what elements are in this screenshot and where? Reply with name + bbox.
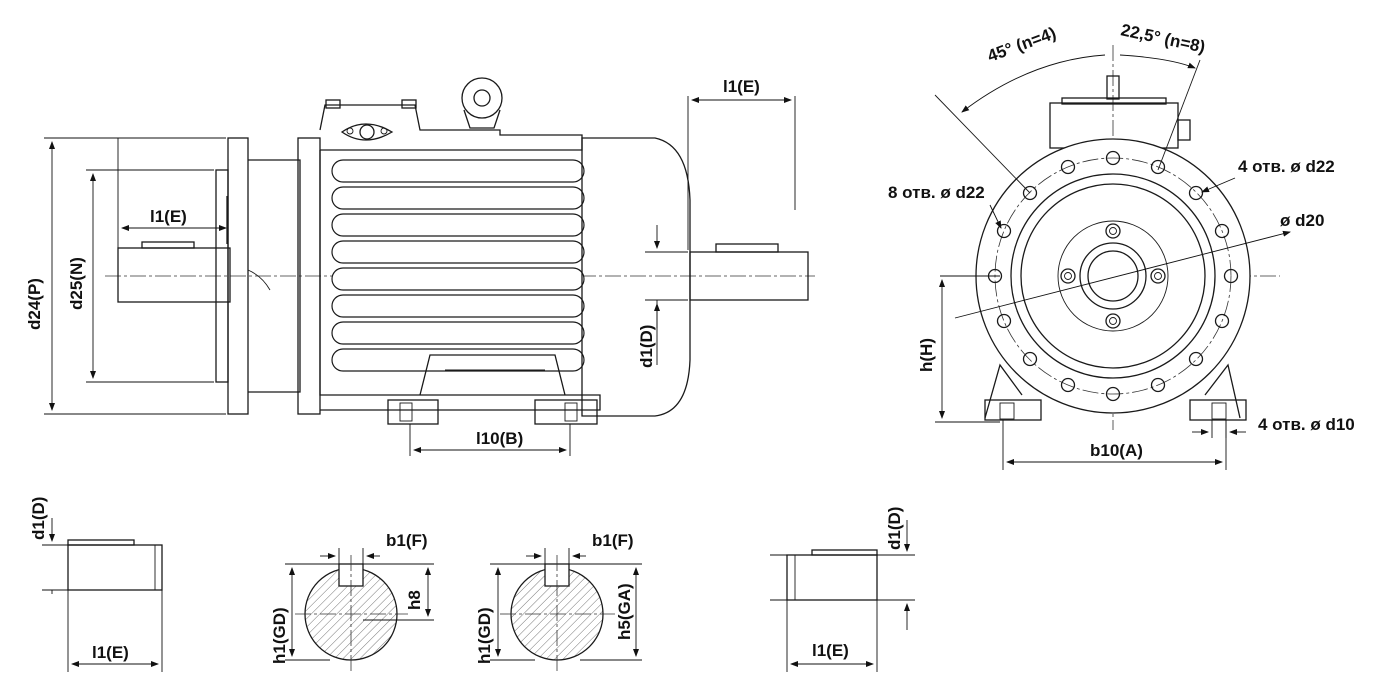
label-b1-second: b1(F)	[592, 531, 634, 550]
label-holes4-d22: 4 отв. ø d22	[1238, 157, 1335, 176]
label-h8: h8	[405, 590, 424, 610]
side-view	[105, 77, 815, 425]
label-l1-top: l1(E)	[723, 77, 760, 96]
label-d24: d24(P)	[25, 278, 44, 330]
shaft-section-2	[490, 548, 642, 672]
label-b1-first: b1(F)	[386, 531, 428, 550]
label-d1-left-detail: d1(D)	[29, 497, 48, 540]
label-d1-right-detail: d1(D)	[885, 507, 904, 550]
label-h1-second: h1(GD)	[475, 607, 494, 664]
label-l1-right-detail: l1(E)	[812, 641, 849, 660]
shaft-section-1	[285, 548, 434, 672]
label-holes4-d10: 4 отв. ø d10	[1258, 415, 1355, 434]
shaft-end-detail-left	[42, 518, 163, 672]
front-view	[960, 45, 1280, 430]
label-holes8-d22: 8 отв. ø d22	[888, 183, 985, 202]
label-l10: l10(B)	[476, 429, 523, 448]
front-view-dimensions	[934, 54, 1291, 470]
label-angle-45: 45° (n=4)	[985, 23, 1059, 65]
shaft-end-detail-right	[770, 520, 915, 672]
label-h: h(H)	[917, 338, 936, 372]
label-b10: b10(A)	[1090, 441, 1143, 460]
label-l1-left-detail: l1(E)	[92, 643, 129, 662]
label-d25: d25(N)	[67, 257, 86, 310]
label-l1-flange: l1(E)	[150, 207, 187, 226]
label-h5: h5(GA)	[615, 583, 634, 640]
label-d20: ø d20	[1280, 211, 1324, 230]
side-view-dimensions	[44, 96, 796, 456]
label-angle-22: 22,5° (n=8)	[1119, 20, 1207, 56]
label-h1-first: h1(GD)	[270, 607, 289, 664]
label-d1-side: d1(D)	[637, 325, 656, 368]
